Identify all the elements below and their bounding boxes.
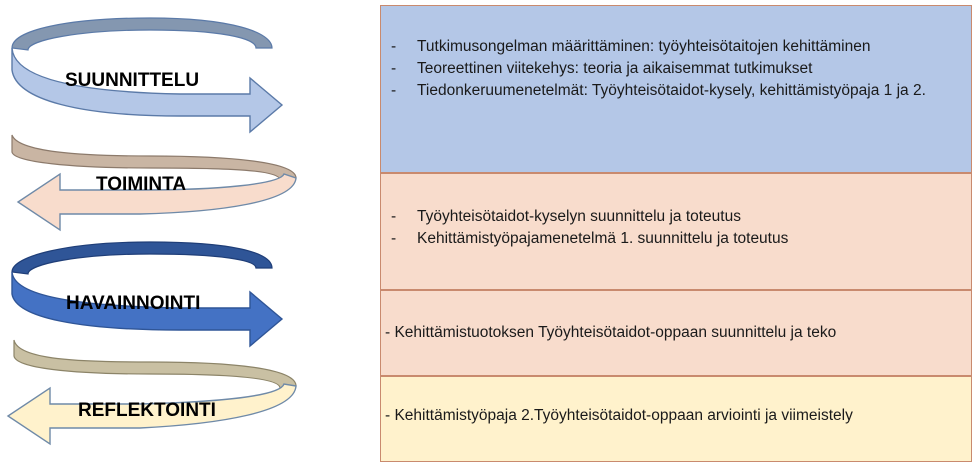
stage-label-havainnointi: HAVAINNOINTI (66, 293, 200, 314)
reflektointi-arrow-back (13, 339, 297, 389)
havainnointi-arrow-back (11, 241, 273, 275)
spiral-arrows: SUUNNITTELU TOIMINTA HAVAINNOINTI REFLEK… (6, 17, 297, 446)
suunnittelu-arrow (11, 17, 284, 134)
suunnittelu-item: Teoreettinen viitekehys: teoria ja aikai… (381, 58, 971, 80)
toiminta-arrow (11, 134, 297, 232)
stage-label-suunnittelu: SUUNNITTELU (65, 70, 199, 91)
havainnointi-arrow-front (11, 271, 284, 348)
suunnittelu-arrow-back (11, 17, 273, 51)
havainnointi-text: - Kehittämistuotoksen Työyhteisötaidot-o… (385, 324, 837, 341)
havainnointi-description-box: - Kehittämistuotoksen Työyhteisötaidot-o… (380, 290, 972, 376)
reflektointi-text: - Kehittämistyöpaja 2.Työyhteisötaidot-o… (385, 407, 853, 424)
toiminta-item-list: Työyhteisötaidot-kyselyn suunnittelu ja … (381, 206, 971, 250)
toiminta-item: Työyhteisötaidot-kyselyn suunnittelu ja … (381, 206, 971, 228)
suunnittelu-description-box: Tutkimusongelman määrittäminen: työyhtei… (380, 5, 972, 173)
reflektointi-description-box: - Kehittämistyöpaja 2.Työyhteisötaidot-o… (380, 376, 972, 462)
reflektointi-arrow-front (6, 383, 297, 446)
suunnittelu-item: Tutkimusongelman määrittäminen: työyhtei… (381, 36, 971, 58)
havainnointi-arrow (11, 241, 284, 348)
toiminta-item: Kehittämistyöpajamenetelmä 1. suunnittel… (381, 228, 971, 250)
reflektointi-arrow (6, 339, 297, 446)
toiminta-description-box: Työyhteisötaidot-kyselyn suunnittelu ja … (380, 173, 972, 290)
toiminta-arrow-front (16, 172, 297, 232)
stage-label-toiminta: TOIMINTA (96, 174, 186, 195)
suunnittelu-arrow-front (11, 47, 284, 134)
suunnittelu-item-list: Tutkimusongelman määrittäminen: työyhtei… (381, 36, 971, 102)
suunnittelu-item: Tiedonkeruumenetelmät: Työyhteisötaidot-… (381, 80, 971, 102)
stage-label-reflektointi: REFLEKTOINTI (78, 400, 216, 421)
